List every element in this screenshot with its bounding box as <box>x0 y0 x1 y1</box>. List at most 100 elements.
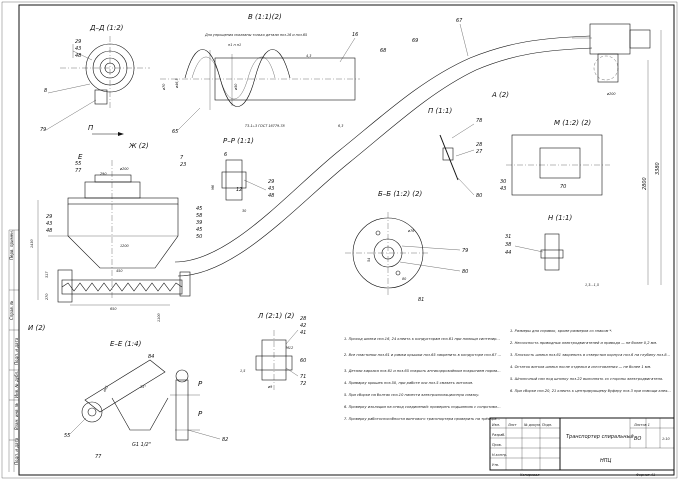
stamp-podp1: Подп. и дата <box>14 337 19 365</box>
hopper-dim-1430: 1430 <box>30 239 34 248</box>
ee-pos-82: 82 <box>222 437 228 443</box>
rr-pos-29: 29 <box>268 179 274 185</box>
tb-row-podp: Подп. <box>542 423 552 427</box>
title-block: Изм. Лист № докум. Подп. Разраб. Пров. Н… <box>489 417 675 477</box>
tb-row-list: Лист <box>507 423 518 427</box>
hopper-dim-317: 317 <box>45 271 49 278</box>
hopper-dim-450: 450 <box>116 269 122 273</box>
n-dim-gap: 1,3...1,5 <box>585 283 599 287</box>
ll-dim-d9: ø9 <box>267 385 272 389</box>
dd-pos-29: 29 <box>75 39 81 45</box>
hopper-pos-50: 50 <box>196 234 202 240</box>
rr-dim-m6: M6 <box>211 185 215 190</box>
view-v-title: В (1:1)(2) <box>248 13 282 21</box>
dd-mark-p: П <box>88 124 94 132</box>
view-v-note: Для упрощения показаны только детали поз… <box>204 33 307 37</box>
ee-dim-d45: ø45 <box>102 385 109 393</box>
ee-dim-angle: 35° <box>140 385 146 389</box>
v-dim-d70: ø70 <box>162 84 166 91</box>
view-rr-title: Р–Р (1:1) <box>223 137 254 145</box>
rr-pos-43: 43 <box>268 186 274 192</box>
view-i-title: И (2) <box>28 324 46 332</box>
note-right-1: 1. Размеры для справок, кроме размеров с… <box>510 329 612 333</box>
ll-dim-15: 1,5 <box>240 369 245 373</box>
tube-pos-67: 67 <box>456 18 463 24</box>
note-left-1: 1. Проход шнеки поз.16, 24 клеить к конд… <box>344 337 500 341</box>
note-left-2: 2. Все пластинки поз.61 и рамки крышки п… <box>344 353 502 357</box>
hopper-pos-45b: 45 <box>196 227 202 233</box>
p-pos-80: 80 <box>476 193 482 199</box>
stamp-podp2: Подп. и дата <box>14 437 19 465</box>
inner-frame <box>18 4 675 476</box>
technical-notes-right: 1. Размеры для справок, кроме размеров с… <box>510 329 671 393</box>
dd-pos-48: 48 <box>75 53 81 59</box>
tb-format: Формат А1 <box>636 473 655 477</box>
note-right-6: 6. При сборке поз.20, 21 клеить к центри… <box>510 389 671 393</box>
hopper-mark-e: Е <box>78 153 83 161</box>
conveyor-tube: 69 68 67 А (2) ø200 2800 3380 <box>174 18 662 285</box>
a-dim-d200: ø200 <box>606 92 616 96</box>
hopper-pos-29: 29 <box>46 214 52 220</box>
note-left-6: 6. Проверку изоляции на отвод соединений… <box>344 405 501 409</box>
tb-org: НПЦ <box>600 458 612 464</box>
hopper-dim-1100: 1100 <box>157 313 161 322</box>
view-n: Н (1:1) 31 38 44 1,3...1,5 <box>505 214 599 287</box>
hopper-pos-48: 48 <box>46 228 52 234</box>
ll-pos-71: 71 <box>300 374 306 380</box>
bb-dim-d76: ø76 <box>407 229 414 233</box>
view-dd: Д–Д (1:2) 29 43 48 8 79 П <box>40 24 150 136</box>
n-pos-31: 31 <box>505 234 511 240</box>
tb-row-izm: Изм. <box>492 423 500 427</box>
view-v: В (1:1)(2) Для упрощения показаны только… <box>160 13 360 135</box>
tube-pos-69: 69 <box>412 38 418 44</box>
note-left-4: 4. Приварку крышек поз.50, при работе ос… <box>344 381 473 385</box>
hopper-pos-55: 55 <box>75 161 81 167</box>
view-bb-title: Б–Б (1:2) (2) <box>378 190 422 198</box>
note-right-2: 2. Несоосность приводных электродвигател… <box>510 341 657 345</box>
v-dim-ring: 4,3 <box>306 54 311 58</box>
dim-2800: 2800 <box>642 177 648 190</box>
dd-pos-8: 8 <box>44 88 47 94</box>
hopper-dim-d200: ø200 <box>119 167 129 171</box>
view-rr: Р–Р (1:1) 6 12 M6 29 43 48 30 <box>211 137 274 213</box>
view-zh-title: Ж (2) <box>128 142 149 150</box>
ll-pos-28: 28 <box>300 316 306 322</box>
v-pos-65: 65 <box>172 129 178 135</box>
tb-sheets: Листов 1 <box>633 423 650 427</box>
ee-mark-p1: Р <box>198 380 203 388</box>
tube-pos-68: 68 <box>380 48 386 54</box>
view-ll-title: Л (2:1) (2) <box>257 312 295 320</box>
view-p-title: П (1:1) <box>428 107 452 115</box>
dd-pos-79: 79 <box>40 127 46 133</box>
bb-dim-80: 80 <box>402 277 406 281</box>
tb-drawing-name: Транспортер спиральный <box>566 434 634 440</box>
v-dim-d50: ø50 <box>234 84 238 91</box>
v-tol: Т3-1₅.3 ГОСТ 16779-78 <box>245 124 286 128</box>
v-rough: 6,3 <box>338 124 343 128</box>
ee-pos-55: 55 <box>64 433 70 439</box>
bb-pos-80: 80 <box>462 269 468 275</box>
view-ee: Е–Е (1:4) Р Р G1 1/2" 35° ø45 55 82 77 8… <box>64 340 228 460</box>
stamp-sprav: Справ. № <box>9 301 14 320</box>
tb-scale: 1:10 <box>662 437 670 441</box>
dim-3380: 3380 <box>655 162 661 175</box>
tb-sheet-code: ВО <box>634 436 641 442</box>
ee-dim-thread: G1 1/2" <box>132 442 151 448</box>
hopper-dim-650: 650 <box>110 307 116 311</box>
rr-dim-30: 30 <box>242 209 246 213</box>
ll-pos-60: 60 <box>300 358 306 364</box>
v-dim-pitch: п1 п п1 <box>228 43 241 47</box>
n-pos-38: 38 <box>505 242 511 248</box>
m-pos-30: 30 <box>500 179 506 185</box>
view-m-title: М (1:2) (2) <box>554 119 591 127</box>
hopper-pos-23: 23 <box>180 162 186 168</box>
hopper-pos-58: 58 <box>196 213 202 219</box>
stamp-inv-dubl: Инв. № дубл. <box>14 371 19 398</box>
ll-dim-m12: M12 <box>286 346 293 350</box>
rr-pos-6: 6 <box>224 152 227 158</box>
v-pos-16: 16 <box>352 32 358 38</box>
hopper-dim-270: 270 <box>45 294 49 300</box>
tb-row-dokum: № докум. <box>523 423 541 427</box>
rr-pos-12: 12 <box>236 187 242 193</box>
